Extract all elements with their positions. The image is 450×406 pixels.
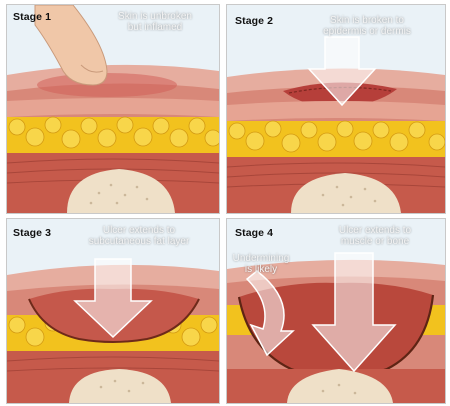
stage-title: Stage 1 <box>13 11 51 23</box>
undermining-caption: Undermining is likely <box>229 253 293 275</box>
stage-1-illustration <box>7 5 219 213</box>
stage-1-panel: Stage 1 Skin is unbroken but inflamed <box>6 4 220 214</box>
stage-title: Stage 3 <box>13 227 51 239</box>
stage-2-panel: Stage 2 Skin is broken to epidermis or d… <box>226 4 446 214</box>
stage-caption: Skin is unbroken but inflamed <box>99 11 211 33</box>
stage-caption: Ulcer extends to subcutaneous fat layer <box>65 225 213 247</box>
stage-caption: Skin is broken to epidermis or dermis <box>297 15 437 37</box>
stage-3-panel: Stage 3 Ulcer extends to subcutaneous fa… <box>6 218 220 404</box>
stage-4-panel: Stage 4 Ulcer extends to muscle or bone … <box>226 218 446 404</box>
stage-title: Stage 4 <box>235 227 273 239</box>
stage-title: Stage 2 <box>235 15 273 27</box>
stage-caption: Ulcer extends to muscle or bone <box>311 225 439 247</box>
